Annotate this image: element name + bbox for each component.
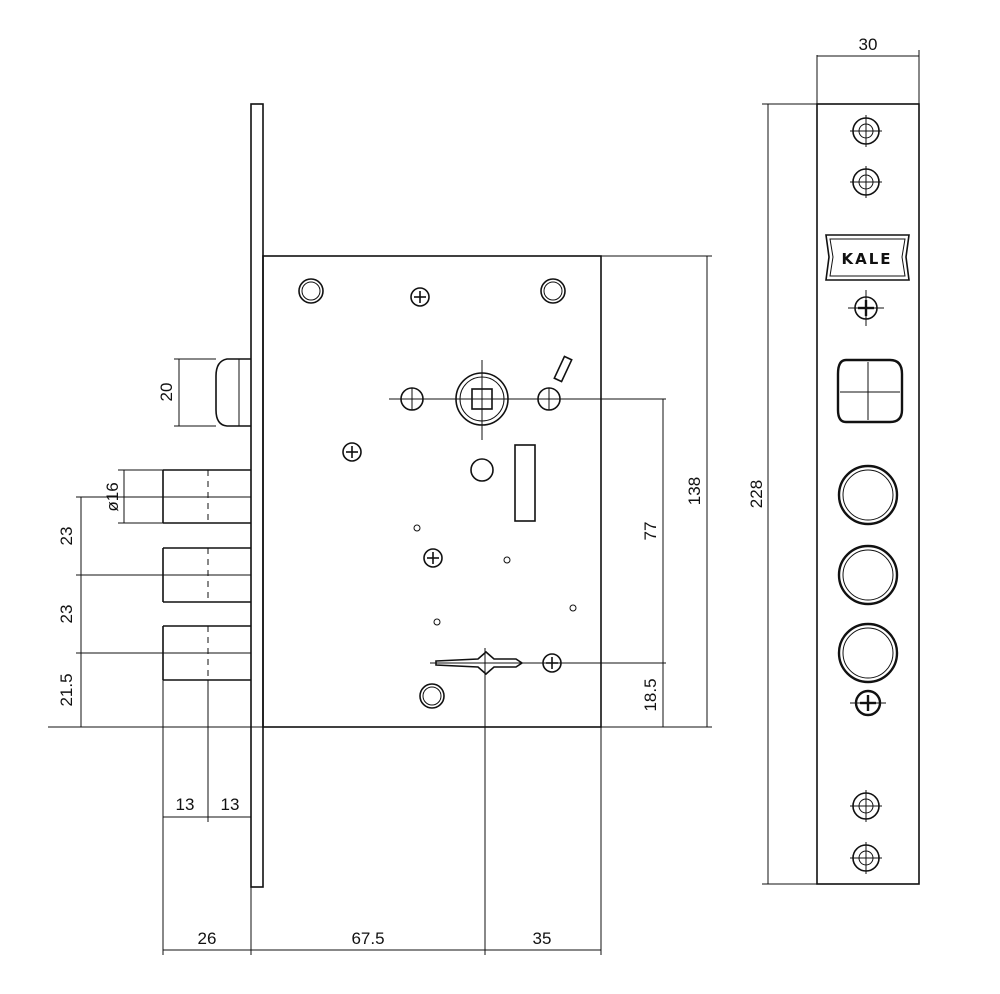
faceplate-screw-upper <box>848 290 884 326</box>
faceplate-latch-opening <box>836 358 904 424</box>
dim-case-height-label: 138 <box>685 477 704 505</box>
dim-throw-label: 26 <box>198 929 217 948</box>
deadbolt-2 <box>162 547 251 603</box>
dim-bottom <box>163 727 602 955</box>
dim-case-height <box>601 255 712 728</box>
dim-latch-height-label: 20 <box>157 383 176 402</box>
dim-bolt-width-1-label: 13 <box>176 795 195 814</box>
faceplate-bolt-opening-1 <box>837 464 899 526</box>
case-mounting-hole-bottom <box>419 683 445 709</box>
kale-logo: KALE <box>825 234 910 281</box>
dim-case-to-end-label: 35 <box>533 929 552 948</box>
case-screw-left <box>342 442 362 462</box>
small-hole-3 <box>569 604 577 612</box>
latch-bolt <box>215 358 251 427</box>
faceplate-screw-bottom-2 <box>850 842 882 874</box>
faceplate-front <box>816 103 920 885</box>
case-screw-middle <box>423 548 443 568</box>
faceplate-screw-top-1 <box>850 115 882 147</box>
lower-hub-hole <box>470 458 494 482</box>
dim-latch-height <box>174 358 216 427</box>
dim-bolt-widths <box>162 680 252 955</box>
spindle-hole-right <box>537 387 561 411</box>
dim-cylinder-to-bottom-label: 18.5 <box>641 678 660 711</box>
dim-bolt-spacing-1-label: 23 <box>57 527 76 546</box>
deadbolt-1 <box>162 469 251 524</box>
small-hole-2 <box>503 556 511 564</box>
dim-faceplate-width <box>816 50 920 104</box>
kale-logo-text: KALE <box>841 250 892 268</box>
dim-faceplate-height <box>762 103 817 885</box>
dim-faceplate-width-label: 30 <box>859 35 878 54</box>
faceplate-bolt-opening-2 <box>837 544 899 606</box>
dim-bolt-spacing-2-label: 23 <box>57 605 76 624</box>
case-screw-top <box>410 287 430 307</box>
indicator-slot <box>553 355 573 383</box>
lock-case-body <box>262 255 602 728</box>
case-mounting-hole-right <box>540 278 566 304</box>
case-mounting-hole-left <box>298 278 324 304</box>
small-hole-4 <box>433 618 441 626</box>
faceplate-bolt-opening-3 <box>837 622 899 684</box>
dim-backset-label: 67.5 <box>351 929 384 948</box>
faceplate-screw-bottom-1 <box>850 790 882 822</box>
front-plate-side <box>250 103 264 888</box>
spindle-hole-left <box>400 387 424 411</box>
dim-bolt-width-2-label: 13 <box>221 795 240 814</box>
small-hole-1 <box>413 524 421 532</box>
vertical-slot <box>514 444 536 522</box>
faceplate-screw-lower <box>850 689 886 717</box>
dim-faceplate-height-label: 228 <box>747 480 766 508</box>
dim-bolt-to-bottom-label: 21.5 <box>57 673 76 706</box>
dim-bolt-spacing <box>48 496 263 728</box>
dim-spindle-to-cylinder-label: 77 <box>641 522 660 541</box>
faceplate-screw-top-2 <box>850 166 882 198</box>
deadbolt-3 <box>162 625 251 681</box>
